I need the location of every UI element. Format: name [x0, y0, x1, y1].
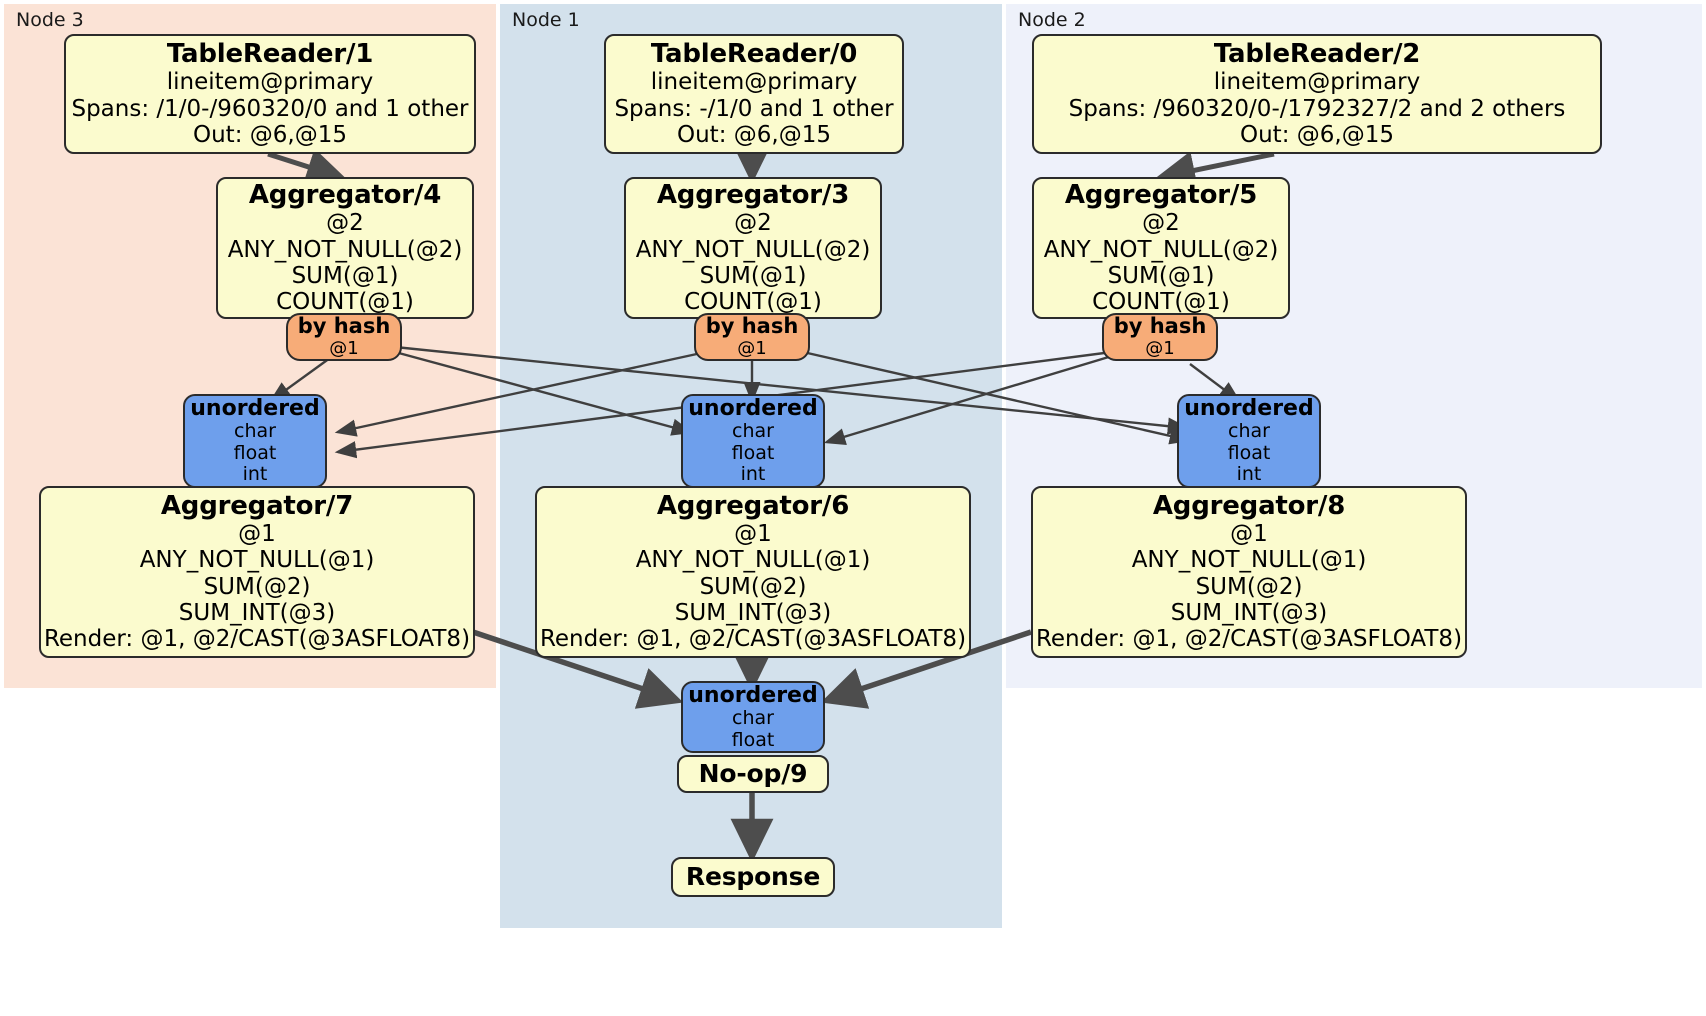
processor-out: Out: @6,@15 — [193, 121, 347, 148]
sync-title: unordered — [190, 395, 320, 421]
processor-agg-2: SUM(@2) — [203, 573, 311, 600]
processor-groupcols: @1 — [238, 521, 276, 548]
processor-out: Out: @6,@15 — [1240, 121, 1394, 148]
processor-agg-3: COUNT(@1) — [684, 289, 822, 316]
sync-type-char: char — [1228, 420, 1270, 443]
node-panel-label-node2: Node 2 — [1018, 9, 1086, 31]
processor-aggregator-5[interactable]: Aggregator/5 @2 ANY_NOT_NULL(@2) SUM(@1)… — [1032, 177, 1290, 319]
sync-type-int: int — [740, 463, 766, 486]
processor-title: TableReader/0 — [650, 38, 858, 69]
processor-title: No-op/9 — [698, 758, 808, 788]
processor-agg-2: SUM(@2) — [1195, 573, 1303, 600]
processor-no-op-9[interactable]: No-op/9 — [677, 755, 829, 793]
processor-render: Render: @1, @2/CAST(@3ASFLOAT8) — [1035, 626, 1463, 653]
processor-table: lineitem@primary — [650, 69, 858, 96]
sync-type-float: float — [233, 441, 277, 464]
processor-spans: Spans: -/1/0 and 1 other — [614, 95, 894, 122]
processor-title: Aggregator/6 — [656, 490, 850, 521]
processor-title: Aggregator/8 — [1152, 490, 1346, 521]
sync-unordered-node1[interactable]: unordered char float int — [681, 394, 825, 488]
processor-aggregator-7[interactable]: Aggregator/7 @1 ANY_NOT_NULL(@1) SUM(@2)… — [39, 486, 475, 658]
router-detail: @1 — [329, 337, 359, 359]
processor-spans: Spans: /960320/0-/1792327/2 and 2 others — [1068, 95, 1566, 122]
processor-agg-2: SUM(@1) — [699, 262, 807, 289]
processor-title: Aggregator/5 — [1064, 179, 1258, 210]
processor-agg-3: SUM_INT(@3) — [1170, 599, 1328, 626]
processor-aggregator-3[interactable]: Aggregator/3 @2 ANY_NOT_NULL(@2) SUM(@1)… — [624, 177, 882, 319]
router-title: by hash — [297, 313, 391, 338]
processor-aggregator-6[interactable]: Aggregator/6 @1 ANY_NOT_NULL(@1) SUM(@2)… — [535, 486, 971, 658]
processor-tablereader-0[interactable]: TableReader/0 lineitem@primary Spans: -/… — [604, 34, 904, 154]
processor-title: TableReader/2 — [1213, 38, 1421, 69]
processor-agg-3: COUNT(@1) — [276, 289, 414, 316]
processor-agg-2: SUM(@1) — [1107, 262, 1215, 289]
sync-type-char: char — [234, 420, 276, 443]
processor-aggregator-8[interactable]: Aggregator/8 @1 ANY_NOT_NULL(@1) SUM(@2)… — [1031, 486, 1467, 658]
processor-groupcols: @1 — [1230, 521, 1268, 548]
router-title: by hash — [1113, 313, 1207, 338]
processor-title: Aggregator/4 — [248, 179, 442, 210]
processor-title: TableReader/1 — [166, 38, 374, 69]
sync-type-float: float — [731, 728, 775, 751]
processor-response[interactable]: Response — [671, 857, 835, 897]
sync-type-char: char — [732, 706, 774, 729]
processor-agg-2: SUM(@1) — [291, 262, 399, 289]
router-by-hash-node2[interactable]: by hash @1 — [1102, 313, 1218, 361]
processor-agg-1: ANY_NOT_NULL(@2) — [227, 236, 463, 263]
processor-agg-3: COUNT(@1) — [1092, 289, 1230, 316]
processor-table: lineitem@primary — [166, 69, 374, 96]
sync-type-float: float — [1227, 441, 1271, 464]
processor-tablereader-1[interactable]: TableReader/1 lineitem@primary Spans: /1… — [64, 34, 476, 154]
sync-unordered-node3[interactable]: unordered char float int — [183, 394, 327, 488]
sync-title: unordered — [688, 395, 818, 421]
sync-title: unordered — [1184, 395, 1314, 421]
sync-unordered-final[interactable]: unordered char float — [681, 681, 825, 753]
processor-render: Render: @1, @2/CAST(@3ASFLOAT8) — [539, 626, 967, 653]
sync-type-int: int — [242, 463, 268, 486]
processor-agg-1: ANY_NOT_NULL(@2) — [635, 236, 871, 263]
processor-groupcols: @2 — [326, 210, 364, 237]
router-by-hash-node1[interactable]: by hash @1 — [694, 313, 810, 361]
sync-type-int: int — [1236, 463, 1262, 486]
router-by-hash-node3[interactable]: by hash @1 — [286, 313, 402, 361]
processor-title: Aggregator/3 — [656, 179, 850, 210]
processor-table: lineitem@primary — [1213, 69, 1421, 96]
processor-title: Response — [685, 861, 821, 891]
processor-agg-2: SUM(@2) — [699, 573, 807, 600]
processor-agg-1: ANY_NOT_NULL(@2) — [1043, 236, 1279, 263]
processor-aggregator-4[interactable]: Aggregator/4 @2 ANY_NOT_NULL(@2) SUM(@1)… — [216, 177, 474, 319]
processor-out: Out: @6,@15 — [677, 121, 831, 148]
router-detail: @1 — [1145, 337, 1175, 359]
sync-type-float: float — [731, 441, 775, 464]
processor-spans: Spans: /1/0-/960320/0 and 1 other — [71, 95, 469, 122]
processor-render: Render: @1, @2/CAST(@3ASFLOAT8) — [43, 626, 471, 653]
sync-unordered-node2[interactable]: unordered char float int — [1177, 394, 1321, 488]
processor-tablereader-2[interactable]: TableReader/2 lineitem@primary Spans: /9… — [1032, 34, 1602, 154]
processor-agg-1: ANY_NOT_NULL(@1) — [139, 547, 375, 574]
processor-agg-3: SUM_INT(@3) — [674, 599, 832, 626]
processor-agg-1: ANY_NOT_NULL(@1) — [1131, 547, 1367, 574]
processor-title: Aggregator/7 — [160, 490, 354, 521]
sync-title: unordered — [688, 682, 818, 708]
router-detail: @1 — [737, 337, 767, 359]
sync-type-char: char — [732, 420, 774, 443]
processor-groupcols: @1 — [734, 521, 772, 548]
processor-groupcols: @2 — [734, 210, 772, 237]
node-panel-label-node1: Node 1 — [512, 9, 580, 31]
processor-agg-1: ANY_NOT_NULL(@1) — [635, 547, 871, 574]
node-panel-label-node3: Node 3 — [16, 9, 84, 31]
processor-groupcols: @2 — [1142, 210, 1180, 237]
router-title: by hash — [705, 313, 799, 338]
processor-agg-3: SUM_INT(@3) — [178, 599, 336, 626]
